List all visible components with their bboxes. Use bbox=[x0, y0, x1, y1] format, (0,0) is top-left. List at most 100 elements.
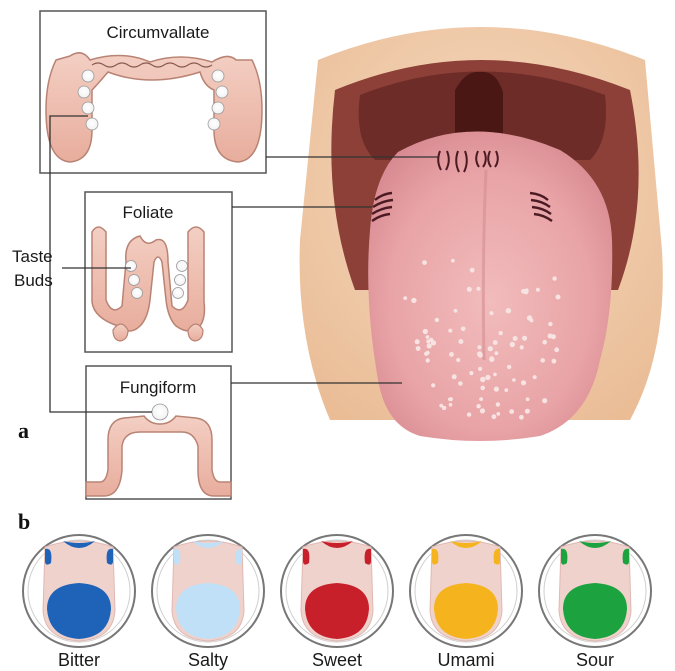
circumvallate-panel: Circumvallate bbox=[40, 11, 266, 173]
fungiform-dot bbox=[469, 371, 473, 375]
fungiform-dot bbox=[554, 347, 559, 352]
fungiform-dot bbox=[509, 409, 514, 414]
fungiform-dot bbox=[480, 377, 485, 382]
taste-zone-front bbox=[434, 583, 498, 639]
taste-zone-front bbox=[47, 583, 111, 639]
fungiform-dot bbox=[496, 402, 500, 406]
fungiform-dot bbox=[442, 406, 446, 410]
fungiform-dot bbox=[458, 339, 463, 344]
fungiform-dot bbox=[479, 397, 483, 401]
fungiform-dot bbox=[490, 311, 494, 315]
foliate-label: Foliate bbox=[122, 203, 173, 222]
fungiform-dot bbox=[422, 260, 427, 265]
fungiform-dot bbox=[533, 375, 537, 379]
fungiform-dot bbox=[415, 339, 420, 344]
fungiform-dot bbox=[512, 378, 516, 382]
fungiform-label: Fungiform bbox=[120, 378, 197, 397]
taste-label: Sour bbox=[576, 650, 614, 670]
fungiform-dot bbox=[451, 259, 455, 263]
fungiform-dot bbox=[477, 287, 481, 291]
fungiform-dot bbox=[403, 296, 407, 300]
fungiform-dot bbox=[506, 308, 511, 313]
fungiform-dot bbox=[496, 412, 500, 416]
fungiform-dot bbox=[485, 375, 490, 380]
fungiform-dot bbox=[423, 329, 428, 334]
taste-map-sour: Sour bbox=[539, 535, 651, 670]
fungiform-dot bbox=[480, 386, 485, 391]
fungiform-panel: Fungiform bbox=[86, 366, 231, 499]
fungiform-dot bbox=[449, 403, 453, 407]
fungiform-dot bbox=[411, 298, 416, 303]
fungiform-dot bbox=[493, 373, 497, 377]
fungiform-dot bbox=[461, 327, 466, 332]
taste-zone-front bbox=[305, 583, 369, 639]
taste-map-sweet: Sweet bbox=[281, 535, 393, 670]
taste-zone-front bbox=[563, 583, 627, 639]
taste-map-umami: Umami bbox=[410, 535, 522, 670]
fungiform-dot bbox=[552, 276, 556, 280]
fungiform-dot bbox=[526, 397, 530, 401]
fungiform-dot bbox=[521, 380, 526, 385]
panel-label-b: b bbox=[18, 509, 30, 534]
fungiform-dot bbox=[492, 414, 497, 419]
fungiform-dot bbox=[426, 351, 430, 355]
fungiform-dot bbox=[510, 342, 515, 347]
fungiform-dot bbox=[476, 404, 480, 408]
fungiform-dot bbox=[477, 345, 481, 349]
fungiform-dot bbox=[416, 346, 421, 351]
fungiform-dot bbox=[427, 343, 432, 348]
fungiform-dot bbox=[542, 340, 547, 345]
fungiform-dot bbox=[488, 346, 493, 351]
fungiform-dot bbox=[513, 336, 518, 341]
fungiform-dot bbox=[431, 340, 436, 345]
fungiform-dot bbox=[470, 268, 475, 273]
fungiform-taste-bud bbox=[152, 404, 168, 420]
fungiform-dot bbox=[527, 315, 532, 320]
fungiform-dot bbox=[520, 345, 524, 349]
fungiform-dot bbox=[540, 358, 545, 363]
foliate-bulb-right bbox=[188, 324, 203, 341]
fungiform-dot bbox=[426, 335, 430, 339]
fungiform-dot bbox=[494, 387, 499, 392]
fungiform-dot bbox=[548, 334, 553, 339]
fungiform-dot bbox=[507, 365, 511, 369]
fungiform-dot bbox=[478, 352, 483, 357]
taste-zone-front bbox=[176, 583, 240, 639]
taste-label: Salty bbox=[188, 650, 228, 670]
fungiform-dot bbox=[458, 381, 463, 386]
fungiform-dot bbox=[449, 397, 453, 401]
fungiform-dot bbox=[426, 339, 430, 343]
fungiform-dot bbox=[449, 352, 454, 357]
fungiform-dot bbox=[495, 351, 499, 355]
taste-map-salty: Salty bbox=[152, 535, 264, 670]
taste-label: Sweet bbox=[312, 650, 362, 670]
tongue bbox=[368, 131, 612, 441]
fungiform-dot bbox=[548, 322, 552, 326]
taste-buds-label-line1: Taste bbox=[12, 247, 53, 266]
foliate-panel: Foliate bbox=[85, 192, 232, 352]
fungiform-dot bbox=[522, 336, 527, 341]
foliate-bulb-left bbox=[113, 324, 128, 341]
taste-label: Bitter bbox=[58, 650, 100, 670]
fungiform-dot bbox=[467, 412, 471, 416]
fungiform-dot bbox=[431, 383, 435, 387]
fungiform-dot bbox=[552, 359, 557, 364]
fungiform-dot bbox=[521, 289, 526, 294]
circumvallate-label: Circumvallate bbox=[107, 23, 210, 42]
fungiform-dot bbox=[480, 408, 485, 413]
fungiform-dot bbox=[456, 358, 460, 362]
taste-buds-label-line2: Buds bbox=[14, 271, 53, 290]
fungiform-dot bbox=[519, 415, 524, 420]
fungiform-dot bbox=[435, 318, 439, 322]
fungiform-dot bbox=[426, 358, 430, 362]
fungiform-dot bbox=[454, 309, 458, 313]
fungiform-dot bbox=[452, 374, 457, 379]
fungiform-dot bbox=[489, 357, 494, 362]
fungiform-dot bbox=[504, 388, 508, 392]
fungiform-dot bbox=[536, 288, 540, 292]
fungiform-dot bbox=[467, 287, 472, 292]
taste-map-bitter: Bitter bbox=[23, 535, 135, 670]
fungiform-dot bbox=[542, 398, 547, 403]
